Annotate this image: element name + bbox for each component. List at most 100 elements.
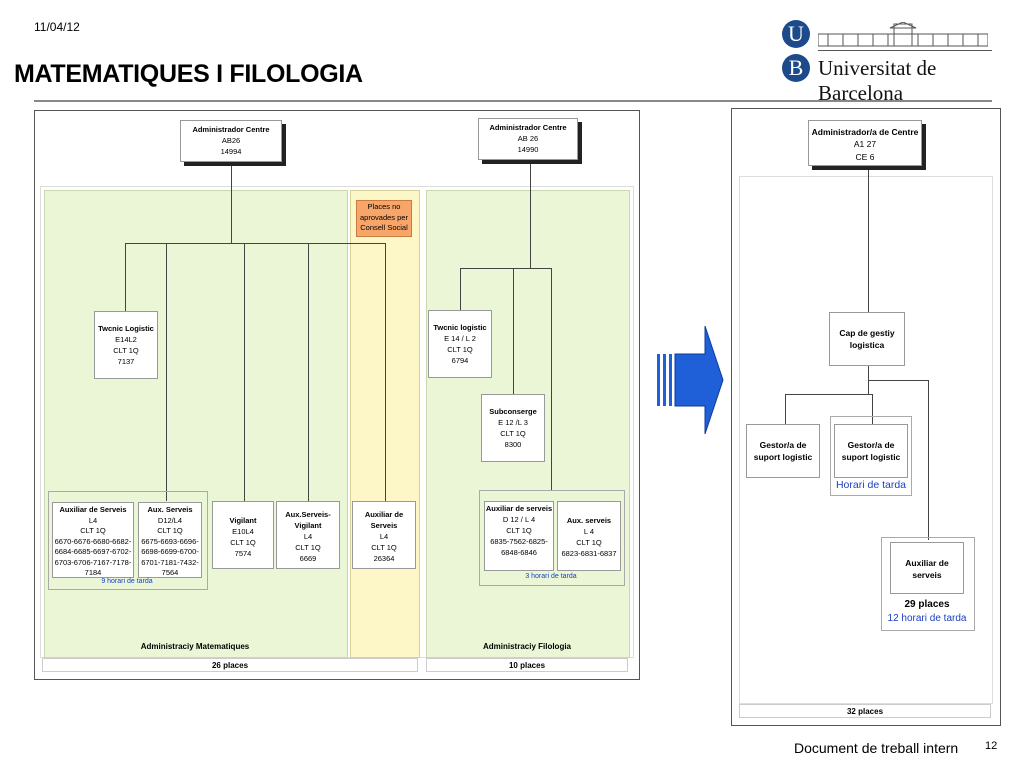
connector xyxy=(125,243,385,244)
gestor2-box: Gestor/a de suport logistic xyxy=(834,424,908,478)
box-title: Aux. serveis xyxy=(566,516,612,525)
admin-filo-box: Administrador Centre AB 26 14990 xyxy=(478,118,578,160)
connector xyxy=(785,394,873,395)
filo-admin-label: Administraciy Filologia xyxy=(482,642,571,651)
title-divider xyxy=(34,100,992,102)
connector xyxy=(125,243,126,311)
aux-right-group xyxy=(881,537,975,631)
math-note: 9 horari de tarda xyxy=(101,578,153,585)
box-title: Auxiliar de Serveis xyxy=(59,505,127,514)
logo-divider xyxy=(818,50,992,51)
box-line: L4 xyxy=(303,531,313,541)
gestor2-group xyxy=(830,416,912,496)
right-arrow-icon xyxy=(657,325,724,435)
connector xyxy=(868,380,928,381)
cap-gestio-box: Cap de gestiy logistica xyxy=(829,312,905,366)
box-line: L 4 xyxy=(583,526,595,536)
right-chart-panel xyxy=(731,108,1001,726)
box-title: Vigilant xyxy=(229,516,257,525)
right-admin-box: Administrador/a de Centre A1 27 CE 6 xyxy=(808,120,922,166)
box-line: Places no xyxy=(367,202,401,211)
aux-yellow-box: Auxiliar de Serveis L4 CLT 1Q 26364 xyxy=(352,501,416,569)
aux-vigilant-box: Aux.Serveis-Vigilant L4 CLT 1Q 6669 xyxy=(276,501,340,569)
box-line: E14L2 xyxy=(115,334,137,344)
math-area xyxy=(44,190,348,658)
date: 11/04/12 xyxy=(34,20,80,34)
box-title: Aux. Serveis xyxy=(147,505,193,514)
box-line: 14994 xyxy=(220,146,242,156)
aux-places: 29 places xyxy=(904,599,950,610)
box-line: A1 27 xyxy=(853,139,877,150)
box-line: CLT 1Q xyxy=(500,428,526,438)
box-title: Auxiliar de Serveis xyxy=(364,510,404,530)
math-places: 26 places xyxy=(42,658,418,672)
aux-serveis-filo-box: Auxiliar de serveis D 12 / L 4 CLT 1Q 68… xyxy=(484,501,554,571)
box-line: 7564 xyxy=(161,568,179,577)
connector xyxy=(785,394,786,424)
box-line: aprovades per xyxy=(360,212,408,222)
box-title: Gestor/a de xyxy=(759,440,807,450)
box-title: Aux.Serveis-Vigilant xyxy=(285,510,331,530)
math-aux-group xyxy=(48,491,208,590)
connector xyxy=(530,162,531,268)
box-line: L4 xyxy=(379,531,389,541)
box-line: 6670-6676-6680-6682- xyxy=(54,536,132,546)
box-title: Subconserge xyxy=(489,407,537,416)
connector xyxy=(551,268,552,490)
box-line: E10L4 xyxy=(232,526,254,536)
connector xyxy=(928,380,929,540)
box-line: 6675-6693-6696- xyxy=(141,536,199,546)
box-title: Twcnic logistic xyxy=(433,323,487,332)
box-title: Administrador Centre xyxy=(192,125,270,134)
admin-math-box: Administrador Centre AB26 14994 xyxy=(180,120,282,162)
connector xyxy=(460,268,552,269)
box-line: CLT 1Q xyxy=(295,542,321,552)
connector xyxy=(231,162,232,244)
box-line: CE 6 xyxy=(855,151,875,162)
box-title: suport logistic xyxy=(753,452,813,463)
box-title: Cap de gestiy xyxy=(839,328,895,338)
box-line: 7574 xyxy=(234,548,252,558)
box-line: 6698-6699-6700- xyxy=(141,547,199,556)
connector xyxy=(868,170,869,312)
tecnic-filo-box: Twcnic logistic E 14 / L 2 CLT 1Q 6794 xyxy=(428,310,492,378)
box-line: 6823-6831-6837 xyxy=(561,548,617,558)
right-total-places: 32 places xyxy=(739,704,991,718)
unapproved-places-box: Places no aprovades per Consell Social xyxy=(356,200,412,237)
right-inner-frame xyxy=(739,176,993,704)
box-line: CLT 1Q xyxy=(230,537,256,547)
connector xyxy=(244,243,245,501)
box-line: 6701-7181-7432- xyxy=(141,557,199,567)
box-line: 6703-6706-7167-7178- xyxy=(54,557,132,567)
aux-serveis2-filo-box: Aux. serveis L 4 CLT 1Q 6823-6831-6837 xyxy=(557,501,621,571)
box-line: 6684-6685-6697-6702- xyxy=(54,547,132,556)
connector xyxy=(872,394,873,424)
box-line: E 12 /L 3 xyxy=(498,417,528,427)
filo-aux-group xyxy=(479,490,625,586)
horari-tarda: Horari de tarda xyxy=(835,479,907,491)
box-line: 14990 xyxy=(517,144,539,154)
box-line: 8300 xyxy=(504,439,522,449)
connector xyxy=(513,268,514,394)
ub-logo-b: B xyxy=(782,54,810,82)
ub-logo-u: U xyxy=(782,20,810,48)
aux-serveis-math-box: Auxiliar de Serveis L4 CLT 1Q 6670-6676-… xyxy=(52,502,134,578)
aux-places-tarda: 12 horari de tarda xyxy=(887,613,967,624)
box-title: logistica xyxy=(849,340,885,351)
box-title: serveis xyxy=(912,570,942,581)
box-line: 7184 xyxy=(84,568,102,577)
box-title: Auxiliar de serveis xyxy=(485,504,553,513)
box-line: AB26 xyxy=(221,135,241,145)
box-line: CLT 1Q xyxy=(113,345,139,355)
building-icon xyxy=(818,22,988,47)
box-line: CLT 1Q xyxy=(506,525,532,535)
box-line: 7137 xyxy=(117,356,135,366)
box-title: Auxiliar de xyxy=(905,558,949,568)
tecnic-math-box: Twcnic Logistic E14L2 CLT 1Q 7137 xyxy=(94,311,158,379)
box-line: Consell Social xyxy=(360,223,408,232)
box-line: CLT 1Q xyxy=(576,537,602,547)
box-title: Administrador/a de Centre xyxy=(811,127,919,137)
box-line: L4 xyxy=(88,515,98,525)
filo-note: 3 horari de tarda xyxy=(525,573,577,580)
box-title: Gestor/a de xyxy=(847,440,895,450)
